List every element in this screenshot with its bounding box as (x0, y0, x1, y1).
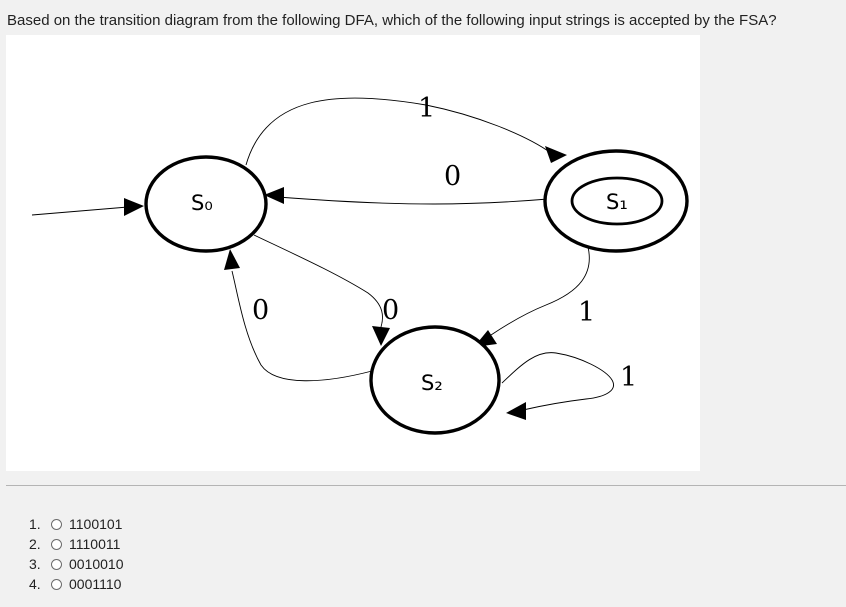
option-1-number: 1. (29, 516, 41, 532)
start-arrow (31, 206, 129, 216)
state-s1-inner (570, 176, 664, 226)
option-1-radio[interactable] (51, 518, 62, 530)
state-s1-label: S₁ (606, 190, 628, 214)
edge-s1-s0-arrowhead (264, 187, 284, 204)
label-s0-s1: 1 (418, 93, 435, 124)
edge-s0-s2 (253, 234, 383, 328)
start-arrowhead (124, 198, 144, 216)
label-s1-s2: 1 (578, 297, 595, 328)
edge-s1-s2 (490, 239, 590, 336)
dfa-diagram: S₀ S₁ S₂ 1 0 0 0 1 1 (6, 35, 700, 471)
divider (6, 485, 846, 486)
question-text: Based on the transition diagram from the… (7, 12, 777, 29)
option-1[interactable]: 1. 1100101 (29, 514, 124, 534)
state-s0-label: S₀ (191, 191, 213, 215)
option-2-text: 1110011 (69, 536, 121, 552)
label-s1-s0: 0 (444, 161, 461, 192)
edge-s0-s1-arrowhead (545, 146, 567, 163)
option-4-number: 4. (29, 576, 41, 592)
state-s2-label: S₂ (421, 371, 443, 395)
edge-s2-s2-arrowhead (506, 402, 526, 420)
option-2[interactable]: 2. 1110011 (29, 534, 124, 554)
edge-s2-s2 (501, 352, 614, 411)
edge-s0-s2-arrowhead (372, 326, 390, 346)
option-2-radio[interactable] (51, 538, 62, 550)
option-4-text: 0001110 (69, 576, 122, 592)
state-s0 (144, 155, 268, 253)
edge-s0-s1 (245, 97, 552, 166)
dfa-diagram-svg: S₀ S₁ S₂ 1 0 0 0 1 1 (31, 93, 689, 435)
option-2-number: 2. (29, 536, 41, 552)
option-1-text: 1100101 (69, 516, 123, 532)
option-3[interactable]: 3. 0010010 (29, 554, 124, 574)
edge-s2-s0 (231, 270, 373, 382)
option-4-radio[interactable] (51, 578, 62, 590)
label-s0-s2: 0 (382, 295, 399, 326)
option-3-text: 0010010 (69, 556, 124, 572)
option-3-radio[interactable] (51, 558, 62, 570)
option-4[interactable]: 4. 0001110 (29, 574, 124, 594)
state-s2 (369, 325, 501, 435)
edge-s1-s0 (277, 196, 549, 205)
edge-s2-s0-arrowhead (224, 249, 240, 270)
option-3-number: 3. (29, 556, 41, 572)
answer-options: 1. 1100101 2. 1110011 3. 0010010 4. 0001… (29, 514, 124, 594)
label-s2-s0: 0 (252, 295, 269, 326)
label-s2-s2: 1 (620, 362, 637, 393)
